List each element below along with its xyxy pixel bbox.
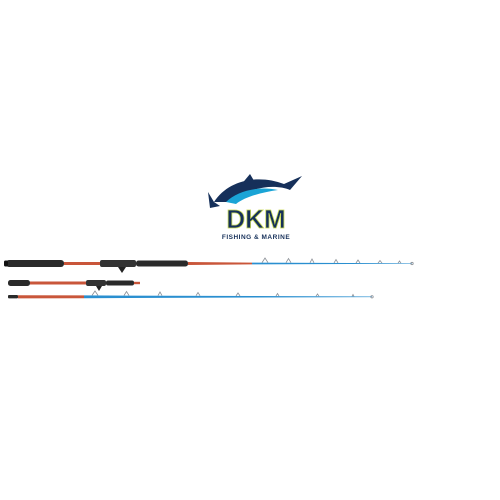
rod-2-ferrule — [134, 281, 140, 285]
rod-2-butt-grip — [8, 280, 30, 286]
rod-2-blank-blue — [84, 295, 372, 299]
rod-2-butt-section — [8, 280, 140, 291]
marlin-tail — [208, 192, 220, 208]
marlin-logo-graphic: DKM FISHING & MARINE — [208, 174, 302, 241]
rods-graphic — [4, 257, 414, 299]
marlin-belly — [226, 188, 278, 204]
logo-letters: DKM — [226, 204, 285, 234]
rod-2-trigger — [96, 286, 102, 291]
marlin-dorsal-fin — [240, 174, 256, 186]
rod-2-reel-seat — [86, 280, 106, 286]
rod-2-blank-red-lower — [18, 295, 84, 299]
rod-1-butt-cap — [4, 260, 8, 267]
rod-1-butt-grip — [6, 260, 64, 267]
rod-2-blank-red — [30, 281, 86, 285]
fishing-rods — [0, 250, 500, 320]
rod-1-blank-red-1 — [64, 262, 100, 265]
logo-tagline-art: FISHING & MARINE — [222, 234, 290, 241]
rod-1-blank-red-2 — [188, 262, 252, 265]
rod-2-fore-grip — [106, 280, 134, 286]
rod-1-trigger — [118, 267, 126, 273]
dkm-fishing-marine-logo: DKM FISHING & MARINE — [206, 172, 306, 250]
rod-2-guides — [91, 290, 374, 299]
rod-1-reel-seat — [100, 260, 136, 267]
rod-1-guides — [261, 257, 414, 266]
rod-1-blank-blue — [252, 262, 412, 265]
rod-1-fore-grip — [136, 260, 188, 267]
rod-2-blank-base-dark — [8, 295, 18, 299]
rod-1 — [4, 257, 414, 273]
rod-2-blank-section — [8, 290, 374, 299]
